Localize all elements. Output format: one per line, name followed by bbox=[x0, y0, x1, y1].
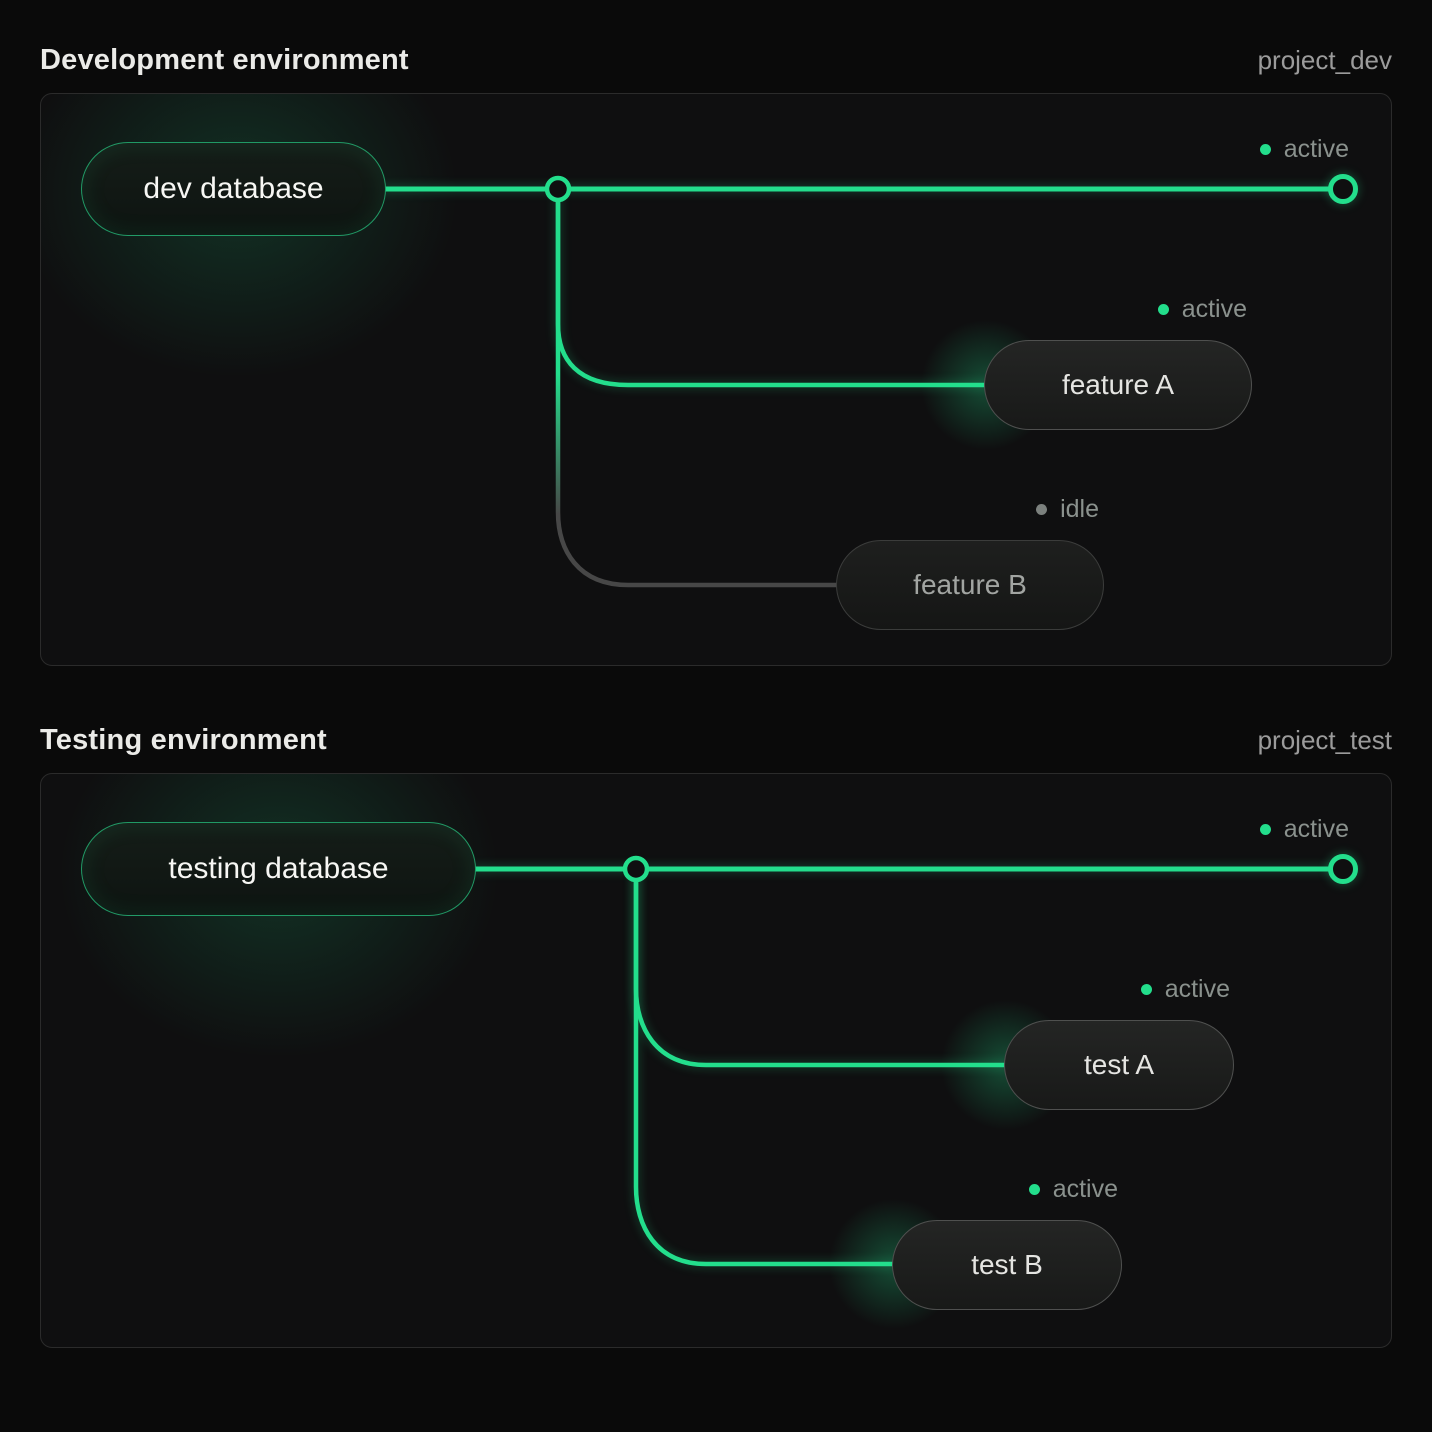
branch-lines-graphic bbox=[381, 174, 1358, 588]
branch-lines-graphic bbox=[471, 854, 1358, 1267]
status-dot-icon bbox=[1157, 303, 1169, 315]
branch-point-node-icon bbox=[622, 855, 650, 883]
branch-label: feature A bbox=[1061, 369, 1175, 400]
testing-environment-section: Testing environment project_test active … bbox=[40, 666, 1392, 1348]
status-dot-icon bbox=[1140, 983, 1152, 995]
test-b-pill[interactable]: test B bbox=[892, 1220, 1122, 1310]
feature-a-status: active bbox=[1157, 294, 1247, 324]
trunk-status: active bbox=[1259, 814, 1349, 844]
testing-database-pill[interactable]: testing database bbox=[81, 822, 476, 916]
test-a-status: active bbox=[1140, 974, 1230, 1004]
trunk-status: active bbox=[1259, 134, 1349, 164]
section-title: Testing environment bbox=[40, 724, 327, 756]
status-dot-icon bbox=[1028, 1183, 1040, 1195]
branch-label: test B bbox=[971, 1249, 1043, 1280]
branch-label: feature B bbox=[913, 569, 1027, 600]
test-b-status: active bbox=[1028, 1174, 1118, 1204]
project-name: project_dev bbox=[1257, 45, 1392, 75]
branch-line-feature-b bbox=[555, 189, 838, 588]
branch-point-node-icon bbox=[544, 175, 572, 203]
branch-label: test A bbox=[1083, 1049, 1155, 1080]
dev-database-pill[interactable]: dev database bbox=[81, 142, 386, 236]
status-label: active bbox=[1283, 814, 1349, 843]
development-header: Development environment project_dev bbox=[40, 0, 1392, 93]
feature-b-status: idle bbox=[1036, 494, 1099, 524]
feature-b-pill[interactable]: feature B bbox=[836, 540, 1104, 630]
development-environment-section: Development environment project_dev bbox=[40, 0, 1392, 666]
status-label: active bbox=[1164, 974, 1230, 1003]
testing-branch-diagram-panel: active testing database active test A ac… bbox=[40, 773, 1392, 1348]
status-label: active bbox=[1181, 294, 1247, 323]
branch-line-test-a bbox=[633, 869, 1006, 1068]
status-dot-icon bbox=[1036, 503, 1048, 515]
status-label: active bbox=[1283, 134, 1349, 163]
status-label: idle bbox=[1060, 494, 1099, 523]
status-dot-icon bbox=[1259, 823, 1271, 835]
section-title: Development environment bbox=[40, 44, 409, 76]
trunk-endpoint-node-icon bbox=[1328, 854, 1358, 884]
trunk-endpoint-node-icon bbox=[1328, 174, 1358, 204]
development-branch-diagram-panel: active dev database active feature A idl… bbox=[40, 93, 1392, 666]
test-a-pill[interactable]: test A bbox=[1004, 1020, 1234, 1110]
branch-line-feature-a bbox=[555, 189, 986, 388]
status-label: active bbox=[1052, 1174, 1118, 1203]
database-label: dev database bbox=[143, 172, 324, 205]
page: Development environment project_dev bbox=[40, 0, 1392, 1348]
feature-a-pill[interactable]: feature A bbox=[984, 340, 1252, 430]
project-name: project_test bbox=[1257, 725, 1392, 755]
testing-header: Testing environment project_test bbox=[40, 666, 1392, 773]
database-label: testing database bbox=[168, 852, 389, 885]
status-dot-icon bbox=[1259, 143, 1271, 155]
branch-line-test-b bbox=[633, 869, 894, 1267]
